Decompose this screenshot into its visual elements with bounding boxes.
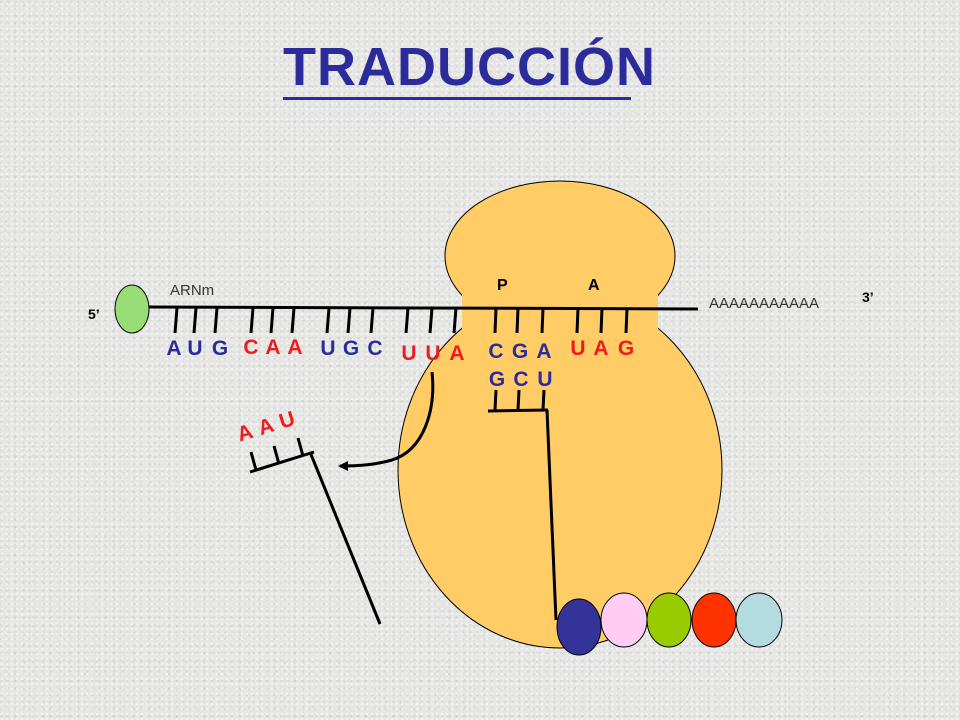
mrna-5-cap <box>114 284 150 334</box>
mrna-base-16: U <box>570 337 585 360</box>
five-prime-label: 5’ <box>88 306 100 322</box>
amino-acid-4 <box>691 592 737 648</box>
released-trna: AAU <box>234 407 382 625</box>
released-base-3: U <box>277 407 298 433</box>
mrna-base-5: A <box>265 336 280 359</box>
mrna-strand <box>148 305 699 311</box>
site-a-label: A <box>588 277 600 294</box>
released-trna-codon: AAU <box>234 407 297 446</box>
site-p-label: P <box>497 277 508 294</box>
mrna-base-9: C <box>367 337 382 360</box>
mrna-base-2: U <box>187 337 202 360</box>
anticodon-base-2: C <box>513 368 528 391</box>
title-underline <box>283 97 631 100</box>
trna-body <box>487 389 558 621</box>
mrna-label: ARNm <box>170 282 214 299</box>
mrna-base-14: G <box>512 340 528 363</box>
mrna-base-3: G <box>212 337 228 360</box>
mrna-base-4: C <box>243 336 258 359</box>
poly-a-tail: AAAAAAAAAAA <box>709 295 819 312</box>
amino-acid-3 <box>646 592 692 648</box>
mrna-base-6: A <box>287 336 302 359</box>
released-trna-body <box>249 437 382 625</box>
anticodon-base-1: G <box>489 368 505 391</box>
amino-acid-1 <box>556 598 602 656</box>
mrna-base-8: G <box>343 337 359 360</box>
ribosome <box>397 180 723 649</box>
mrna-base-18: G <box>618 337 634 360</box>
mrna-base-ticks <box>173 307 629 334</box>
mrna-base-10: U <box>401 342 416 365</box>
page-title: TRADUCCIÓN <box>283 37 656 97</box>
mrna-base-7: U <box>320 337 335 360</box>
mrna-base-12: A <box>449 342 464 365</box>
released-base-2: A <box>255 414 276 440</box>
mrna-base-11: U <box>425 342 440 365</box>
mrna-base-13: C <box>488 340 503 363</box>
release-arrow <box>338 371 435 471</box>
ribosome-junction <box>462 290 658 340</box>
mrna-base-15: A <box>536 340 551 363</box>
mrna-base-1: A <box>166 337 181 360</box>
amino-acid-2 <box>600 592 648 648</box>
three-prime-label: 3’ <box>862 289 874 305</box>
mrna-base-17: A <box>593 337 608 360</box>
amino-acid-chain <box>556 592 783 656</box>
amino-acid-5 <box>735 592 783 648</box>
released-base-1: A <box>234 420 255 446</box>
anticodon-base-3: U <box>537 368 552 391</box>
